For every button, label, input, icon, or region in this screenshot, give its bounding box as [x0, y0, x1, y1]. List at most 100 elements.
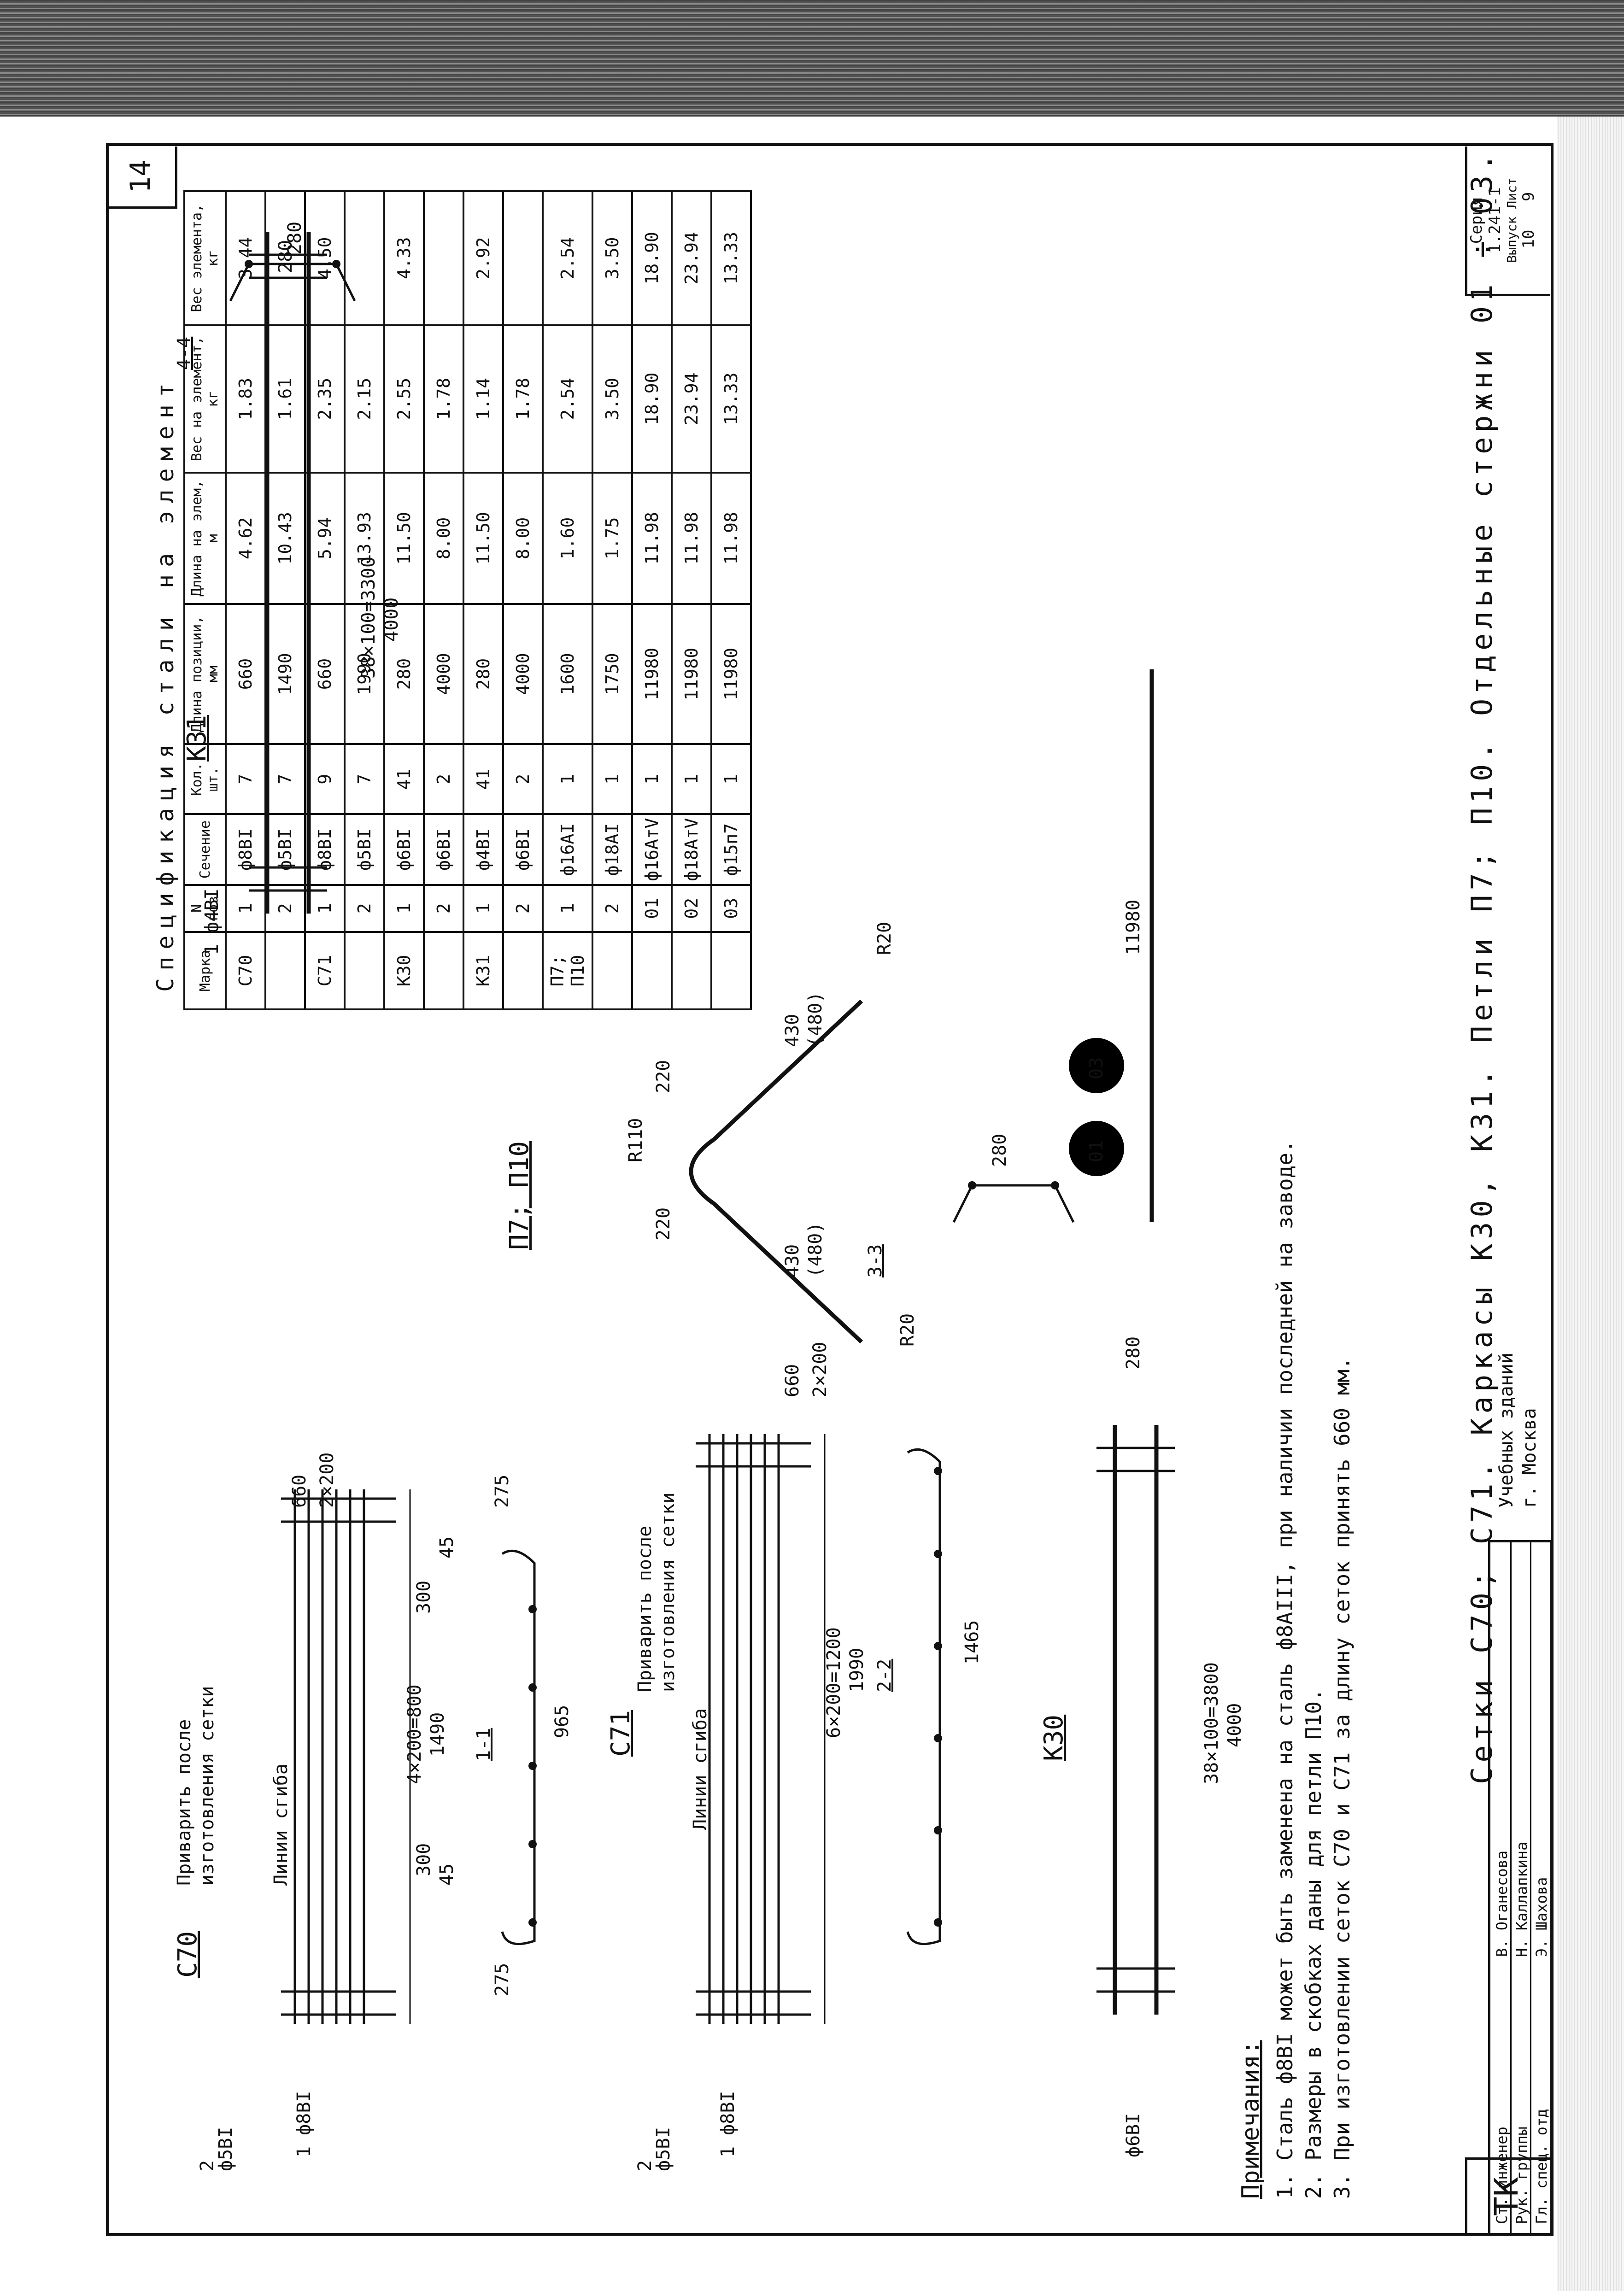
- series-label: Серия: [1467, 196, 1486, 244]
- spec-cell: 1.83: [226, 325, 265, 473]
- mark-k30-title: К30: [1039, 1714, 1069, 1761]
- spec-cell: К31: [463, 932, 503, 1009]
- c70-dim-660: 660: [289, 1474, 310, 1508]
- spec-cell: ф16АтV: [632, 814, 672, 885]
- spec-cell: 1: [711, 744, 751, 814]
- spec-cell: ф6ВI: [503, 814, 543, 885]
- spec-cell: 03: [711, 885, 751, 932]
- mark-c70-title: С70: [173, 1931, 203, 1978]
- spec-cell: 4.33: [384, 191, 424, 325]
- spec-cell: 02: [672, 885, 711, 932]
- col-qty: Кол. шт.: [184, 744, 226, 814]
- spec-cell: 23.94: [672, 191, 711, 325]
- c70-section-label: 1-1: [473, 1728, 494, 1761]
- spec-cell: 9: [305, 744, 345, 814]
- spec-cell: П7; П10: [543, 932, 592, 1009]
- spec-cell: 280: [463, 604, 503, 744]
- spec-cell: [345, 191, 384, 325]
- col-mark: Марка: [184, 932, 226, 1009]
- spec-cell: 7: [226, 744, 265, 814]
- spec-cell: [265, 191, 305, 325]
- spec-cell: ф18АтV: [672, 814, 711, 885]
- spec-cell: 2.92: [463, 191, 503, 325]
- spec-cell: [265, 932, 305, 1009]
- col-w-elem: Вес на элемент, кг: [184, 325, 226, 473]
- k30-frame-plan: [1096, 1425, 1175, 2015]
- series-issue: 10: [1519, 229, 1538, 249]
- c71-section-2-2: [906, 1448, 942, 1945]
- c70-dim-275-b: 275: [492, 1474, 513, 1508]
- spec-cell: 2: [503, 744, 543, 814]
- col-len-elem: Длина на элем, м: [184, 472, 226, 604]
- spec-cell: 18.90: [632, 325, 672, 473]
- series-issue-label: Выпуск: [1504, 216, 1519, 263]
- spec-cell: [672, 932, 711, 1009]
- spec-cell: 5.94: [305, 472, 345, 604]
- c71-pos2-label: 2: [634, 2160, 656, 2171]
- c70-dim-300-b: 300: [413, 1580, 434, 1614]
- spec-cell: 41: [384, 744, 424, 814]
- k30-dim-280: 280: [1123, 1336, 1144, 1370]
- spec-cell: 1490: [265, 604, 305, 744]
- loop-r20-a: R20: [897, 1313, 918, 1347]
- section-4-4-shape: [229, 260, 356, 302]
- spec-cell: 2.54: [543, 325, 592, 473]
- spec-cell: 1990: [345, 604, 384, 744]
- c70-weld-note-1: Приварить после: [174, 1719, 195, 1886]
- spec-cell: К30: [384, 932, 424, 1009]
- spec-cell: 1.78: [503, 325, 543, 473]
- spec-cell: 11.50: [384, 472, 424, 604]
- spec-cell: 1.75: [592, 472, 632, 604]
- notes: Примечания: 1. Сталь ф8ВI может быть зам…: [1235, 1140, 1356, 2199]
- spec-cell: ф5ВI: [345, 814, 384, 885]
- spec-cell: 1: [226, 885, 265, 932]
- spec-cell: [503, 191, 543, 325]
- spec-cell: 660: [226, 604, 265, 744]
- spec-cell: 1: [592, 744, 632, 814]
- loop-dim-220-a: 220: [653, 1207, 674, 1241]
- c71-pos2-bar: ф5ВI: [653, 2127, 674, 2171]
- spec-cell: 280: [384, 604, 424, 744]
- spec-cell: 1: [384, 885, 424, 932]
- spec-cell: 1: [543, 885, 592, 932]
- spec-cell: ф6ВI: [424, 814, 463, 885]
- c70-dim-275-a: 275: [492, 1963, 513, 1996]
- spec-cell: 2.35: [305, 325, 345, 473]
- spec-cell: 3.44: [226, 191, 265, 325]
- c70-weld-note-2: изготовления сетки: [197, 1686, 218, 1886]
- spec-cell: 1: [543, 744, 592, 814]
- c70-dim-2x200: 2×200: [317, 1452, 338, 1508]
- spec-cell: 11980: [711, 604, 751, 744]
- spec-cell: 2: [592, 885, 632, 932]
- spec-cell: ф6ВI: [384, 814, 424, 885]
- scan-artifact-margin: [1557, 117, 1624, 2291]
- spec-cell: 7: [345, 744, 384, 814]
- rods-marker-03: 03: [1086, 1057, 1107, 1079]
- spec-cell: 2: [424, 885, 463, 932]
- spec-cell: ф18АI: [592, 814, 632, 885]
- spec-cell: [592, 932, 632, 1009]
- spec-cell: 01: [632, 885, 672, 932]
- spec-cell: 8.00: [424, 472, 463, 604]
- col-len-pos: Длина позиции, мм: [184, 604, 226, 744]
- spec-cell: С71: [305, 932, 345, 1009]
- c71-mesh-plan: [696, 1434, 826, 2024]
- spec-cell: 1.61: [265, 325, 305, 473]
- section-3-3-shape: [952, 1181, 1075, 1223]
- tb-name-2: Н. Каллапкина: [1513, 1841, 1530, 1957]
- spec-title: Спецификация стали на элемент: [152, 376, 179, 992]
- spec-cell: 4000: [424, 604, 463, 744]
- spec-cell: 13.33: [711, 191, 751, 325]
- note-1: 1. Сталь ф8ВI может быть заменена на ста…: [1272, 1140, 1298, 2199]
- spec-cell: 3.50: [592, 325, 632, 473]
